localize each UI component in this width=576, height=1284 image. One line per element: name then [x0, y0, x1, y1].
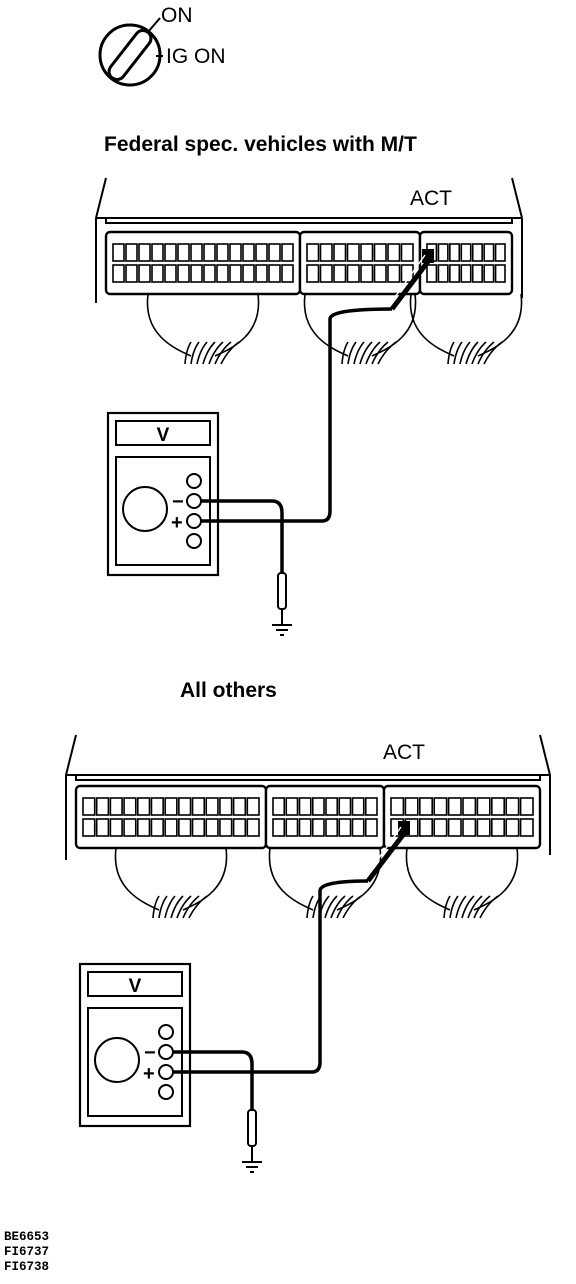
- plus-jack-label: +: [171, 512, 183, 534]
- section-title-federal: Federal spec. vehicles with M/T: [104, 133, 417, 156]
- diagram-all-others: ACT V −+: [65, 734, 551, 1173]
- ignition-on-label: ON: [161, 4, 193, 27]
- act-terminal-label: ACT: [410, 187, 452, 210]
- voltmeter: V −+: [78, 962, 192, 1128]
- meter-dial: [94, 1037, 140, 1083]
- meter-jack: [158, 1044, 174, 1060]
- meter-jack: [186, 473, 202, 489]
- plus-jack-label: +: [143, 1063, 155, 1085]
- ecu-connector: [409, 230, 523, 365]
- minus-jack-label: −: [172, 491, 184, 513]
- voltmeter: V −+: [106, 411, 220, 577]
- diagram-federal-mt: ACT V −+: [95, 177, 523, 636]
- meter-dial: [122, 486, 168, 532]
- ignition-switch-icon: [98, 17, 163, 87]
- ecu-housing: [65, 734, 551, 781]
- figure-codes: BE6653 FI6737 FI6738: [4, 1230, 49, 1275]
- meter-jack: [186, 533, 202, 549]
- ecu-connector: [104, 230, 302, 365]
- positive-test-lead: [201, 307, 393, 523]
- ignition-ig-on-label: IG ON: [166, 45, 226, 68]
- meter-jack: [158, 1084, 174, 1100]
- meter-jack: [158, 1064, 174, 1080]
- act-terminal-label: ACT: [383, 741, 425, 764]
- meter-jack: [158, 1024, 174, 1040]
- negative-test-lead: [173, 1050, 254, 1112]
- section-title-all-others: All others: [180, 679, 277, 702]
- figure-code: FI6738: [4, 1260, 50, 1274]
- negative-test-lead: [201, 499, 284, 575]
- meter-jack: [186, 513, 202, 529]
- ecu-housing: [95, 177, 523, 224]
- ecu-connector: [382, 784, 542, 919]
- figure-code: BE6653: [4, 1230, 50, 1244]
- act-terminal-pin: [422, 249, 434, 263]
- meter-display: V: [157, 425, 170, 446]
- ecu-connector: [264, 784, 386, 919]
- figure-code: FI6737: [4, 1245, 50, 1259]
- minus-jack-label: −: [144, 1042, 156, 1064]
- ground-probe: [277, 572, 287, 610]
- ground-probe: [247, 1109, 257, 1147]
- ecu-connector: [74, 784, 268, 919]
- meter-jack: [186, 493, 202, 509]
- act-terminal-pin: [398, 821, 410, 835]
- positive-test-lead: [173, 879, 369, 1074]
- meter-display: V: [129, 976, 142, 997]
